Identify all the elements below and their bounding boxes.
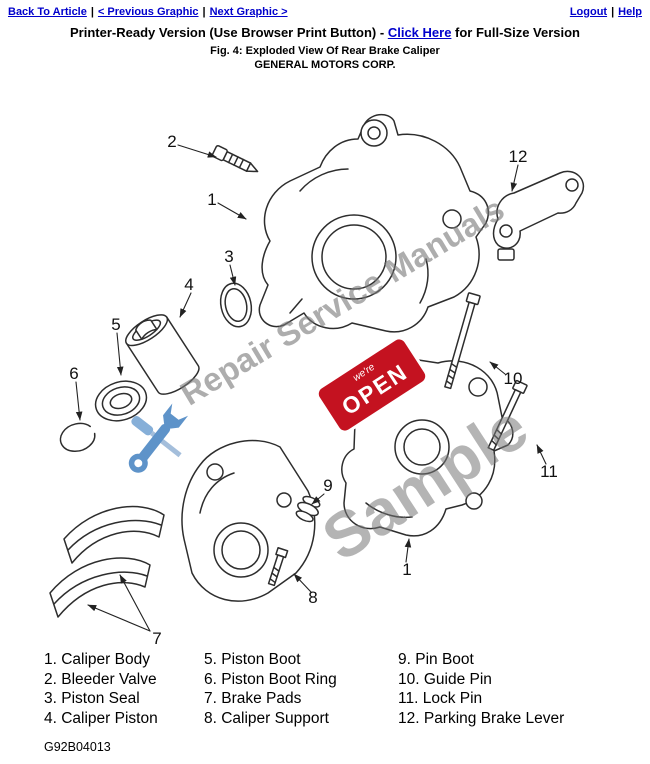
callout-label: 3 bbox=[224, 247, 233, 266]
legend-item: 6. Piston Boot Ring bbox=[204, 670, 337, 688]
caliper-support-part bbox=[181, 439, 316, 602]
brake-pads-part bbox=[49, 505, 165, 618]
callout-label: 4 bbox=[184, 275, 193, 294]
callout-label: 2 bbox=[167, 132, 176, 151]
legend-item: 12. Parking Brake Lever bbox=[398, 709, 565, 727]
callout-label: 1 bbox=[207, 190, 216, 209]
top-navigation: Back To Article|< Previous Graphic|Next … bbox=[0, 0, 650, 20]
parking-brake-lever-part bbox=[492, 170, 585, 261]
piston-boot-ring-part bbox=[59, 422, 96, 452]
printer-ready-line: Printer-Ready Version (Use Browser Print… bbox=[0, 25, 650, 40]
legend-item: 2. Bleeder Valve bbox=[44, 670, 157, 688]
callout-label: 9 bbox=[323, 476, 332, 495]
fullsize-text: for Full-Size Version bbox=[451, 25, 580, 40]
back-to-article-link[interactable]: Back To Article bbox=[8, 6, 87, 18]
printer-ready-text: Printer-Ready Version (Use Browser Print… bbox=[69, 25, 388, 40]
piston-boot-part bbox=[94, 380, 148, 422]
leader-lines bbox=[75, 144, 547, 632]
legend-item: 1. Caliper Body bbox=[44, 651, 150, 668]
nav-separator: | bbox=[90, 6, 94, 18]
bleeder-valve-part bbox=[211, 145, 259, 173]
legend-item: 5. Piston Boot bbox=[204, 651, 301, 668]
legend-item: 3. Piston Seal bbox=[44, 690, 140, 707]
lock-pin-part bbox=[487, 379, 528, 452]
callout-label: 5 bbox=[111, 315, 120, 334]
legend-column-3: 9. Pin Boot 10. Guide Pin 11. Lock Pin 1… bbox=[398, 650, 650, 728]
figure-code: G92B04013 bbox=[44, 740, 111, 754]
nav-separator: | bbox=[202, 6, 206, 18]
parts-legend: 1. Caliper Body 2. Bleeder Valve 3. Pist… bbox=[0, 650, 650, 728]
nav-separator: | bbox=[611, 6, 615, 18]
figure-title: Fig. 4: Exploded View Of Rear Brake Cali… bbox=[210, 45, 440, 57]
previous-graphic-link[interactable]: < Previous Graphic bbox=[97, 6, 199, 18]
company-name: GENERAL MOTORS CORP. bbox=[254, 59, 396, 71]
callout-label: 6 bbox=[69, 364, 78, 383]
nav-left: Back To Article|< Previous Graphic|Next … bbox=[8, 6, 288, 18]
legend-item: 7. Brake Pads bbox=[204, 690, 302, 707]
logout-link[interactable]: Logout bbox=[569, 6, 608, 18]
click-here-link[interactable]: Click Here bbox=[387, 25, 452, 40]
legend-item: 8. Caliper Support bbox=[204, 709, 329, 727]
piston-seal-part bbox=[219, 282, 253, 328]
next-graphic-link[interactable]: Next Graphic > bbox=[209, 6, 288, 18]
caliper-body-part bbox=[258, 113, 490, 333]
legend-item: 4. Caliper Piston bbox=[44, 709, 158, 727]
callout-label: 10 bbox=[504, 369, 523, 388]
legend-item: 9. Pin Boot bbox=[398, 651, 474, 668]
exploded-view-diagram: 2 1 12 3 4 5 6 10 11 9 7 8 1 bbox=[49, 113, 585, 648]
callout-label: 11 bbox=[540, 462, 558, 481]
callout-label: 12 bbox=[509, 147, 528, 166]
help-link[interactable]: Help bbox=[618, 6, 642, 18]
callout-label: 7 bbox=[152, 629, 161, 648]
callout-label: 8 bbox=[308, 588, 317, 607]
legend-column-2: 5. Piston Boot 6. Piston Boot Ring 7. Br… bbox=[204, 650, 398, 728]
wrench-screwdriver-icon bbox=[128, 403, 189, 473]
callout-numbers: 2 1 12 3 4 5 6 10 11 9 7 8 1 bbox=[69, 132, 558, 648]
nav-right: Logout|Help bbox=[570, 6, 642, 18]
guide-pin-part bbox=[444, 292, 481, 390]
legend-item: 11. Lock Pin bbox=[398, 690, 483, 707]
legend-item: 10. Guide Pin bbox=[398, 670, 492, 688]
caliper-piston-part bbox=[125, 314, 200, 395]
legend-column-1: 1. Caliper Body 2. Bleeder Valve 3. Pist… bbox=[44, 650, 204, 728]
open-sign-watermark: we're OPEN bbox=[315, 336, 429, 434]
pin-boot-part bbox=[295, 495, 321, 523]
callout-label: 1 bbox=[402, 560, 411, 579]
mounting-bolt-part bbox=[267, 546, 289, 587]
